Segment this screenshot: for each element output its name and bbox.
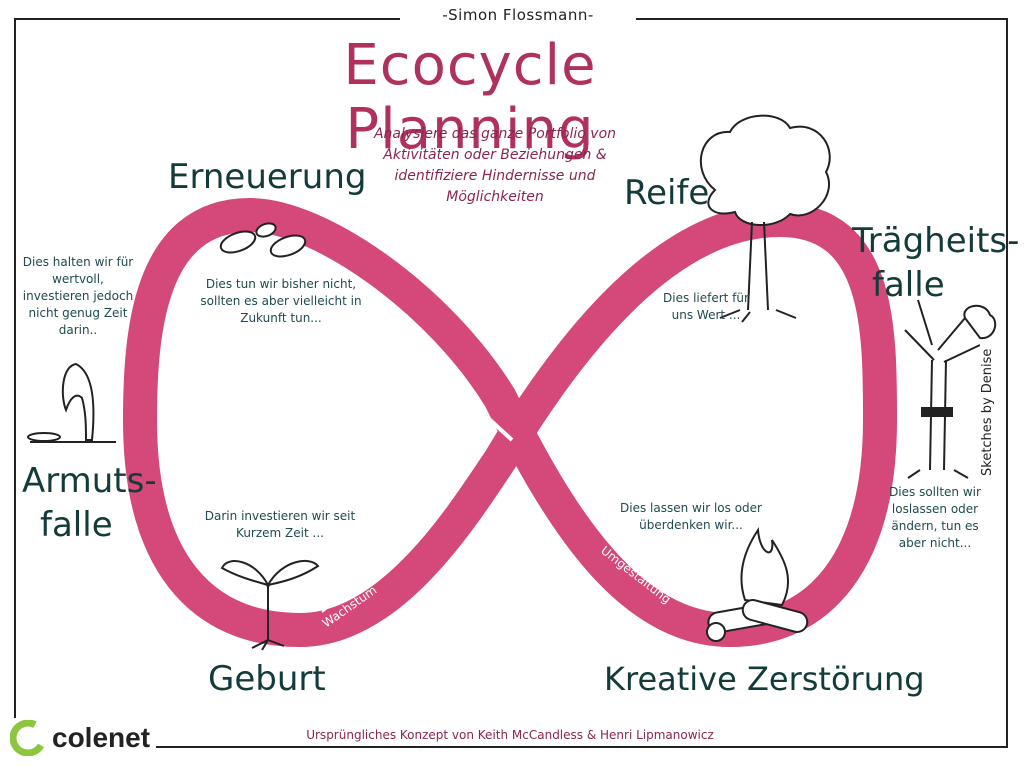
stage-erneuerung: Erneuerung <box>168 157 367 197</box>
trap-traegheit-line2: falle <box>872 265 945 305</box>
stage-reife: Reife <box>624 173 710 213</box>
author-credit: -Simon Flossmann- <box>400 6 636 24</box>
dead-tree-icon <box>904 299 997 479</box>
concept-credit: Ursprüngliches Konzept von Keith McCandl… <box>300 728 720 742</box>
wilted-plant-icon <box>27 362 116 443</box>
colenet-logo: colenet <box>10 718 157 758</box>
tree-icon <box>699 114 831 323</box>
page-subtitle: Analysiere das ganze Portfolio von Aktiv… <box>373 126 617 205</box>
sketch-credit: Sketches by Denise <box>980 344 995 480</box>
note-geburt: Darin investieren wir seit Kurzem Zeit .… <box>204 509 356 540</box>
trap-armut-line2: falle <box>40 505 113 545</box>
note-erneuerung: Dies tun wir bisher nicht, sollten es ab… <box>200 277 362 325</box>
loop-crossing <box>486 416 514 442</box>
note-armut: Dies halten wir für wertvoll, investiere… <box>22 255 134 337</box>
trap-armut-line1: Armuts- <box>22 461 157 501</box>
page-title: Ecocycle Planning <box>343 33 597 162</box>
stage-kreative-zerstoerung: Kreative Zerstörung <box>604 660 925 698</box>
note-traegheit: Dies sollten wir loslassen oder ändern, … <box>889 485 981 550</box>
seeds-icon <box>219 222 307 258</box>
note-zerstoerung: Dies lassen wir los oder überdenken wir.… <box>620 501 762 532</box>
campfire-icon <box>706 527 809 642</box>
note-reife: Dies liefert für uns Wert ... <box>663 291 749 322</box>
colenet-logo-icon <box>10 720 46 756</box>
stage-geburt: Geburt <box>208 659 326 699</box>
logo-text: colenet <box>52 722 151 753</box>
sprout-icon <box>220 559 320 651</box>
trap-traegheit-line1: Trägheits- <box>852 221 1020 261</box>
